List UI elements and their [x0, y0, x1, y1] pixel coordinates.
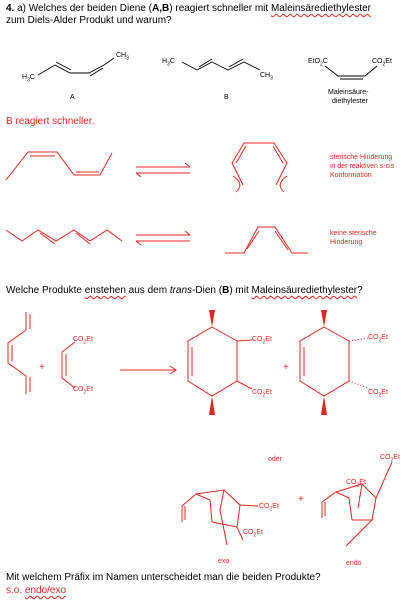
diene-a-drawing	[37, 57, 115, 77]
diene-b-drawing	[181, 58, 261, 71]
plus-sign-2: +	[283, 362, 289, 373]
diene-a-label: A	[70, 94, 75, 101]
diene-a-ch3: CH3	[116, 52, 129, 62]
diene-b-zigzag	[5, 229, 123, 245]
endo-label: endo	[346, 560, 362, 567]
exo-label: exo	[218, 558, 230, 565]
reagent-name-b: Maleinsäurediethylester	[251, 285, 358, 296]
note-steric-1: sterische Hinderung	[330, 154, 393, 161]
diene-b-label: B	[224, 94, 229, 101]
note-steric-2: in der reaktiven s-cis	[330, 163, 395, 170]
ester-bottom: CO2Et	[73, 386, 93, 396]
note-steric-3: Konformation	[330, 172, 372, 179]
exo-ester-2: CO2Et	[243, 529, 263, 539]
plus-sign-1: +	[39, 362, 45, 373]
p1-ester-top: CO2Et	[252, 336, 272, 346]
answer-prefix: endo/exo	[24, 585, 67, 596]
equilibrium-arrow-2	[135, 230, 191, 246]
question-4-text-mid: ) reagiert schneller mit	[169, 3, 271, 14]
diene-labels: A,B	[152, 3, 170, 14]
maleate-eto2c: EtO2C	[308, 58, 328, 68]
ester-top: CO2Et	[73, 336, 93, 346]
wedge-bonds	[209, 310, 327, 415]
diene-a-zigzag	[5, 151, 113, 181]
diene-a-scis	[231, 142, 288, 193]
endo-ester-2: CO2Et	[346, 479, 366, 489]
endo-ester-1: CO2Et	[380, 454, 400, 464]
answer-c: s.o. endo/exo	[6, 585, 67, 596]
question-4-text-a: a) Welches der beiden Diene (	[17, 3, 153, 14]
p2-ester-top: CO2Et	[368, 334, 388, 344]
equilibrium-arrow-1	[135, 162, 191, 178]
question-c: Mit welchem Präfix im Namen unterscheide…	[6, 572, 321, 583]
exo-ester-1: CO2Et	[259, 503, 279, 513]
maleate-co2et: CO2Et	[372, 58, 392, 68]
oder-label: oder	[268, 456, 283, 463]
maleate-name-2: diethylester	[332, 98, 368, 105]
misspelled-word: enstehen	[84, 285, 126, 296]
diene-b-h3c: H3C	[162, 58, 175, 68]
question-4: 4. a) Welches der beiden Diene (A,B) rea…	[6, 3, 371, 15]
answer-a: B reagiert schneller.	[6, 116, 95, 127]
product-cis-1	[187, 326, 253, 397]
endo-product	[321, 461, 393, 547]
question-4-line-2: zum Diels-Alder Produkt und warum?	[6, 15, 172, 26]
exo-product	[181, 489, 259, 546]
diene-a-h3c: H3C	[22, 74, 35, 84]
maleate-drawing	[324, 65, 378, 80]
reaction-arrow	[120, 365, 177, 375]
maleate-name-1: Maleinsäure-	[328, 89, 369, 96]
question-b: Welche Produkte enstehen aus dem trans-D…	[6, 285, 363, 296]
p1-ester-bottom: CO2Et	[252, 389, 272, 399]
maleate-vertical	[61, 341, 76, 389]
product-cis-2	[299, 326, 369, 397]
reagent-name: Maleinsärediethylester	[270, 3, 372, 14]
diene-b-ch3: CH3	[260, 72, 273, 82]
question-number: 4.	[6, 3, 15, 14]
diene-b-scis	[225, 226, 308, 254]
note-no-steric-2: Hinderung	[330, 239, 363, 246]
vertical-diene-b	[7, 312, 31, 394]
plus-sign-3: +	[298, 494, 304, 505]
p2-ester-bottom: CO2Et	[368, 389, 388, 399]
note-no-steric-1: keine sterische	[330, 230, 377, 237]
